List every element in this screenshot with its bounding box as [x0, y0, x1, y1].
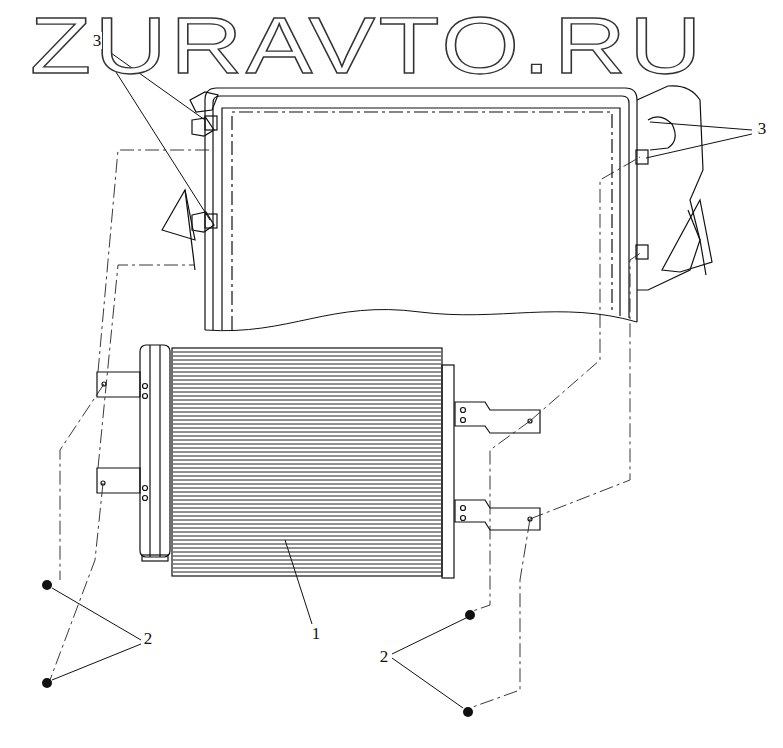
callout-number: 3 — [757, 120, 768, 137]
callout-number: 3 — [92, 32, 103, 49]
callout-number: 2 — [379, 648, 390, 665]
callout-number: 2 — [143, 630, 154, 647]
watermark: ZURAVTO.RU — [30, 6, 705, 86]
condenser-core — [172, 348, 442, 576]
callout-number: 1 — [311, 625, 322, 642]
frame-outline — [205, 88, 637, 330]
